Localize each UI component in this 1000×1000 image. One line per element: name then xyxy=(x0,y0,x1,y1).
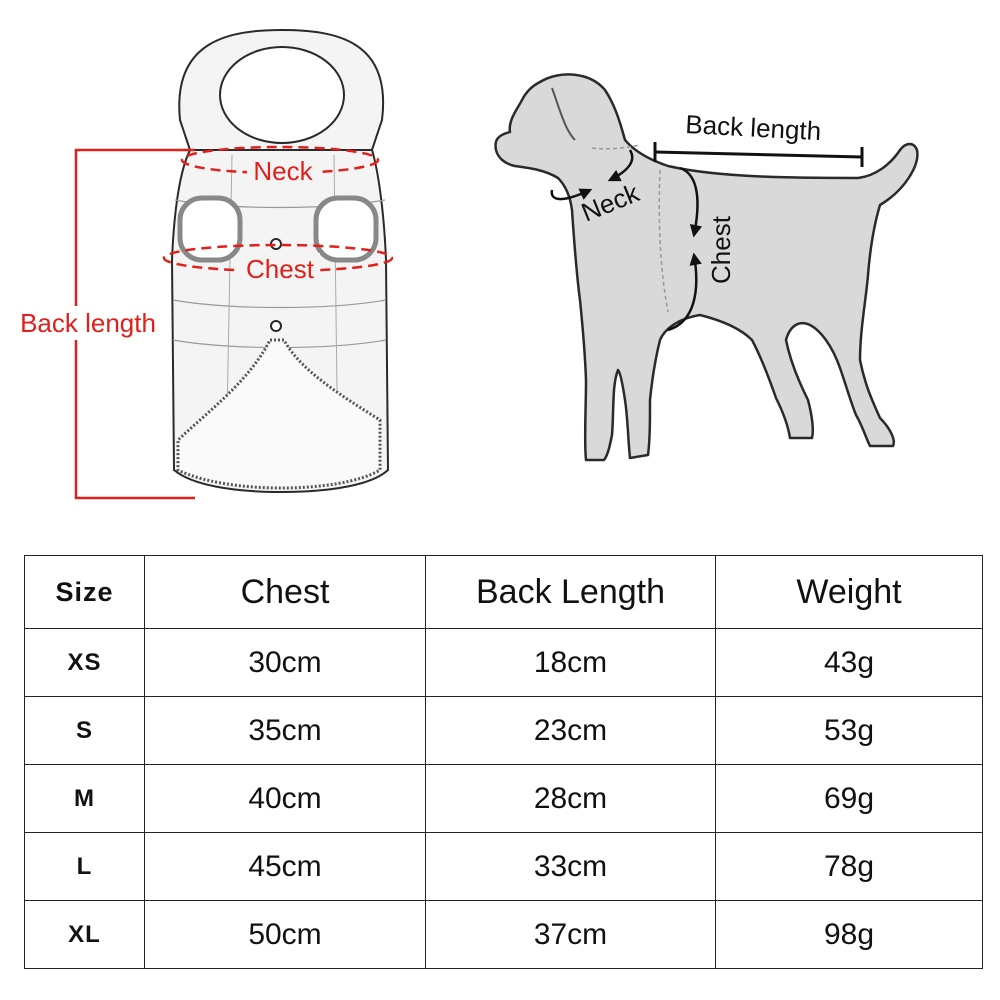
back-length-cell: 28cm xyxy=(425,764,716,833)
weight-cell: 69g xyxy=(715,764,983,833)
table-row: S 35cm 23cm 53g xyxy=(24,696,983,765)
dog-ear xyxy=(551,87,576,141)
weight-cell: 78g xyxy=(715,832,983,901)
measurement-diagram: Neck Chest Back length Back length Neck … xyxy=(20,28,919,500)
dog-silhouette xyxy=(494,73,919,462)
chest-cell: 30cm xyxy=(144,628,426,697)
header-size: Size xyxy=(24,555,145,629)
back-length-cell: 18cm xyxy=(425,628,716,697)
chest-cell: 45cm xyxy=(144,832,426,901)
table-row: XL 50cm 37cm 98g xyxy=(24,900,983,969)
coat-hood-opening xyxy=(219,46,345,144)
dog-chest-arrow xyxy=(679,166,703,238)
coat-belly-panel xyxy=(176,338,382,490)
chest-cell: 40cm xyxy=(144,764,426,833)
coat-illustration xyxy=(170,28,390,494)
dog-back-length-label: Back length xyxy=(685,109,822,146)
coat-leg-hole-left xyxy=(177,195,243,263)
size-cell: XS xyxy=(24,628,145,697)
coat-back-length-label: Back length xyxy=(20,308,156,338)
header-weight: Weight xyxy=(715,555,983,629)
chest-cell: 50cm xyxy=(144,900,426,969)
coat-chest-label: Chest xyxy=(246,254,315,284)
table-row: M 40cm 28cm 69g xyxy=(24,764,983,833)
back-length-cell: 37cm xyxy=(425,900,716,969)
size-chart-table: Size Chest Back Length Weight XS 30cm 18… xyxy=(24,555,983,969)
back-length-cell: 33cm xyxy=(425,832,716,901)
weight-cell: 43g xyxy=(715,628,983,697)
back-length-cell: 23cm xyxy=(425,696,716,765)
size-cell: XL xyxy=(24,900,145,969)
table-header-row: Size Chest Back Length Weight xyxy=(24,555,983,629)
size-cell: M xyxy=(24,764,145,833)
coat-neck-label: Neck xyxy=(253,156,313,186)
dog-chest-arrow xyxy=(667,252,702,332)
weight-cell: 98g xyxy=(715,900,983,969)
dog-neck-arrow xyxy=(607,149,634,182)
weight-cell: 53g xyxy=(715,696,983,765)
header-back-length: Back Length xyxy=(425,555,716,629)
size-cell: L xyxy=(24,832,145,901)
coat-leg-hole-right xyxy=(313,195,379,263)
chest-cell: 35cm xyxy=(144,696,426,765)
header-chest: Chest xyxy=(144,555,426,629)
dog-chest-label: Chest xyxy=(706,215,736,284)
size-cell: S xyxy=(24,696,145,765)
dog-neck-arrow xyxy=(550,188,593,201)
coat-button xyxy=(270,320,282,332)
table-row: L 45cm 33cm 78g xyxy=(24,832,983,901)
dog-back-length-marker xyxy=(653,142,864,167)
table-row: XS 30cm 18cm 43g xyxy=(24,628,983,697)
